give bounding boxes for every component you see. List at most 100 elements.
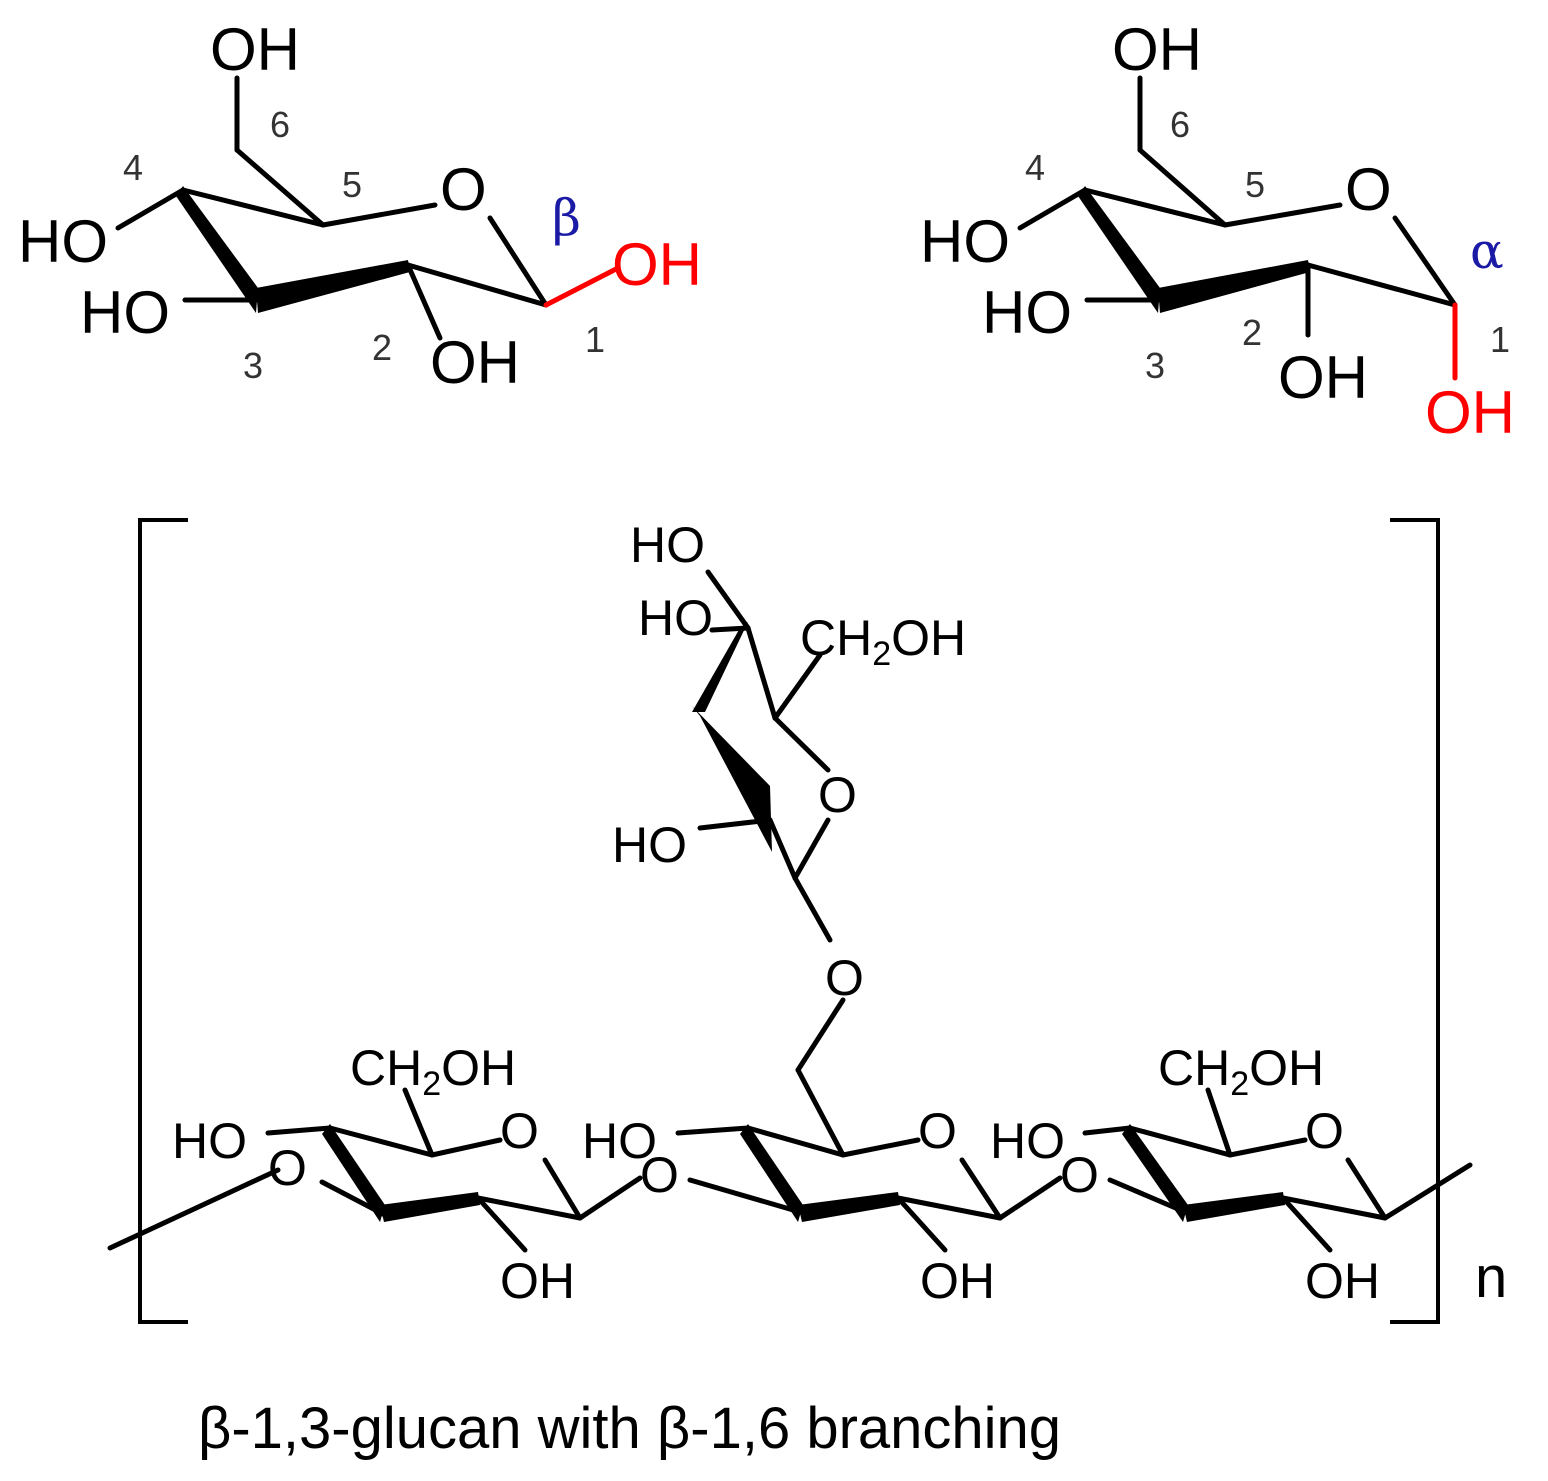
- alpha-number-3: 3: [1145, 345, 1165, 386]
- bond-branch-c1-o: [792, 875, 833, 943]
- branch-ho-mid: HO: [638, 590, 713, 646]
- middle-chain-oxygen: O: [640, 1147, 679, 1203]
- alpha-oh-c1: OH: [1425, 379, 1515, 446]
- bond-middle-ho: [675, 1125, 751, 1136]
- beta-ho-c3: HO: [80, 279, 170, 346]
- figure-caption: β-1,3-glucan with β-1,6 branching: [198, 1396, 1061, 1461]
- left-ring-oxygen: O: [500, 1103, 539, 1159]
- bond-c2-o2: [405, 262, 443, 341]
- beta-anomer-symbol: β: [552, 189, 581, 247]
- bond-middle-c1-o: [997, 1175, 1063, 1221]
- middle-ring-oxygen: O: [918, 1103, 957, 1159]
- branch-ho-top: HO: [630, 517, 705, 573]
- right-ch2oh: CH2OH: [1158, 1040, 1324, 1103]
- bond-branch-ch2oh: [772, 652, 823, 721]
- branch-ring-oxygen: O: [818, 767, 857, 823]
- bond-right-o-c1: [1345, 1157, 1388, 1221]
- left-ch2oh: CH2OH: [350, 1040, 516, 1103]
- alpha-oh-c2: OH: [1278, 344, 1368, 411]
- chain-bond-left-end: [107, 1167, 281, 1251]
- alpha-number-6: 6: [1170, 104, 1190, 145]
- bond-c2-c1: [1305, 262, 1458, 308]
- beta-number-1: 1: [585, 319, 605, 360]
- alpha-ring-oxygen: O: [1345, 156, 1392, 223]
- bond-c2-c1: [405, 262, 549, 308]
- left-ho-4: HO: [172, 1113, 247, 1169]
- bond-branch-ho-low: [697, 817, 773, 831]
- bond-c5-c6: [1137, 147, 1228, 228]
- wedge-c3-c2: [256, 260, 410, 313]
- beta-number-5: 5: [342, 164, 362, 205]
- beta-number-4: 4: [123, 147, 143, 188]
- wedge-left-b: [380, 1192, 480, 1222]
- alpha-anomer-symbol: α: [1470, 222, 1504, 280]
- bond-c4-c5: [180, 187, 326, 228]
- bond-c6-middle-c5: [795, 1067, 846, 1158]
- wedge-left-a: [322, 1124, 385, 1222]
- alpha-oh-c6: OH: [1112, 16, 1202, 83]
- beta-number-2: 2: [372, 327, 392, 368]
- bond-c5-o5: [1222, 202, 1343, 228]
- right-bracket: [1390, 518, 1440, 1324]
- alpha-number-2: 2: [1242, 312, 1262, 353]
- wedge-middle-b: [798, 1192, 900, 1222]
- bond-left-o-c3: [319, 1179, 388, 1218]
- bond-right-c2-oh: [1280, 1195, 1333, 1253]
- right-glucose-unit: O CH2OH HO O OH: [990, 1040, 1388, 1309]
- right-oh-2: OH: [1305, 1253, 1380, 1309]
- bond-right-c4-c5: [1127, 1125, 1233, 1158]
- right-ho-4: HO: [990, 1113, 1065, 1169]
- alpha-number-4: 4: [1025, 147, 1045, 188]
- bond-right-ho: [1082, 1125, 1133, 1136]
- right-ring-oxygen: O: [1305, 1103, 1344, 1159]
- polymer-structure: n HO HO CH2OH O HO O: [107, 517, 1507, 1324]
- repeat-count-label: n: [1475, 1245, 1507, 1310]
- bond-middle-c4-c5: [745, 1125, 846, 1158]
- bond-left-c2-c1: [475, 1195, 583, 1221]
- middle-glucose-unit: O HO O OH: [582, 1103, 1063, 1309]
- beta-oh-c6: OH: [210, 16, 300, 83]
- bond-middle-c2-oh: [895, 1195, 948, 1253]
- beta-glucose-structure: OH HO HO OH O OH β 6 5 4 3 2 1: [18, 16, 702, 396]
- beta-oh-c2: OH: [430, 329, 520, 396]
- wedge-c4-c3: [1078, 186, 1160, 313]
- bond-middle-o-c1: [959, 1157, 1003, 1221]
- left-oh-2: OH: [500, 1253, 575, 1309]
- middle-ho-4: HO: [582, 1113, 657, 1169]
- chain-bond-right-end: [1382, 1162, 1473, 1221]
- bond-left-c5-o: [429, 1137, 503, 1158]
- beta-oh-c1: OH: [612, 231, 702, 298]
- beta-ring-oxygen: O: [440, 156, 487, 223]
- alpha-ho-c4: HO: [920, 208, 1010, 275]
- bond-o5-c1: [1392, 215, 1458, 308]
- bond-right-c5-o: [1227, 1137, 1308, 1158]
- left-glucose-unit: CH2OH HO O O OH: [172, 1040, 643, 1309]
- bond-c1-o1-beta: [543, 265, 621, 308]
- bond-left-ho: [265, 1125, 333, 1136]
- wedge-c4-c3: [176, 186, 258, 313]
- alpha-number-1: 1: [1490, 319, 1510, 360]
- branch-linkage-oxygen: O: [825, 950, 864, 1006]
- bond-left-o-c1: [542, 1157, 583, 1221]
- beta-ho-c4: HO: [18, 208, 108, 275]
- bond-o5-c1: [487, 215, 549, 308]
- bond-left-c1-o: [577, 1175, 643, 1221]
- wedge-branch-left: [692, 706, 772, 852]
- bond-left-c2-oh: [475, 1195, 528, 1253]
- bond-middle-o-c3: [687, 1177, 803, 1215]
- bond-c4-o4: [115, 187, 186, 231]
- bond-c5-c6: [234, 147, 326, 228]
- bond-c5-o5: [320, 202, 438, 228]
- wedge-right-a: [1122, 1124, 1188, 1222]
- wedge-middle-a: [740, 1124, 803, 1222]
- bond-left-ch2oh: [402, 1087, 435, 1158]
- branch-ho-low: HO: [612, 817, 687, 873]
- branch-ch2oh: CH2OH: [800, 610, 966, 673]
- wedge-right-b: [1183, 1192, 1285, 1222]
- left-bracket: [138, 518, 188, 1324]
- alpha-number-5: 5: [1245, 164, 1265, 205]
- wedge-branch-upper: [692, 622, 748, 712]
- bond-branch-ho-top: [705, 569, 751, 631]
- bond-middle-c5-o: [840, 1137, 921, 1158]
- bond-left-c4-c5: [327, 1125, 435, 1158]
